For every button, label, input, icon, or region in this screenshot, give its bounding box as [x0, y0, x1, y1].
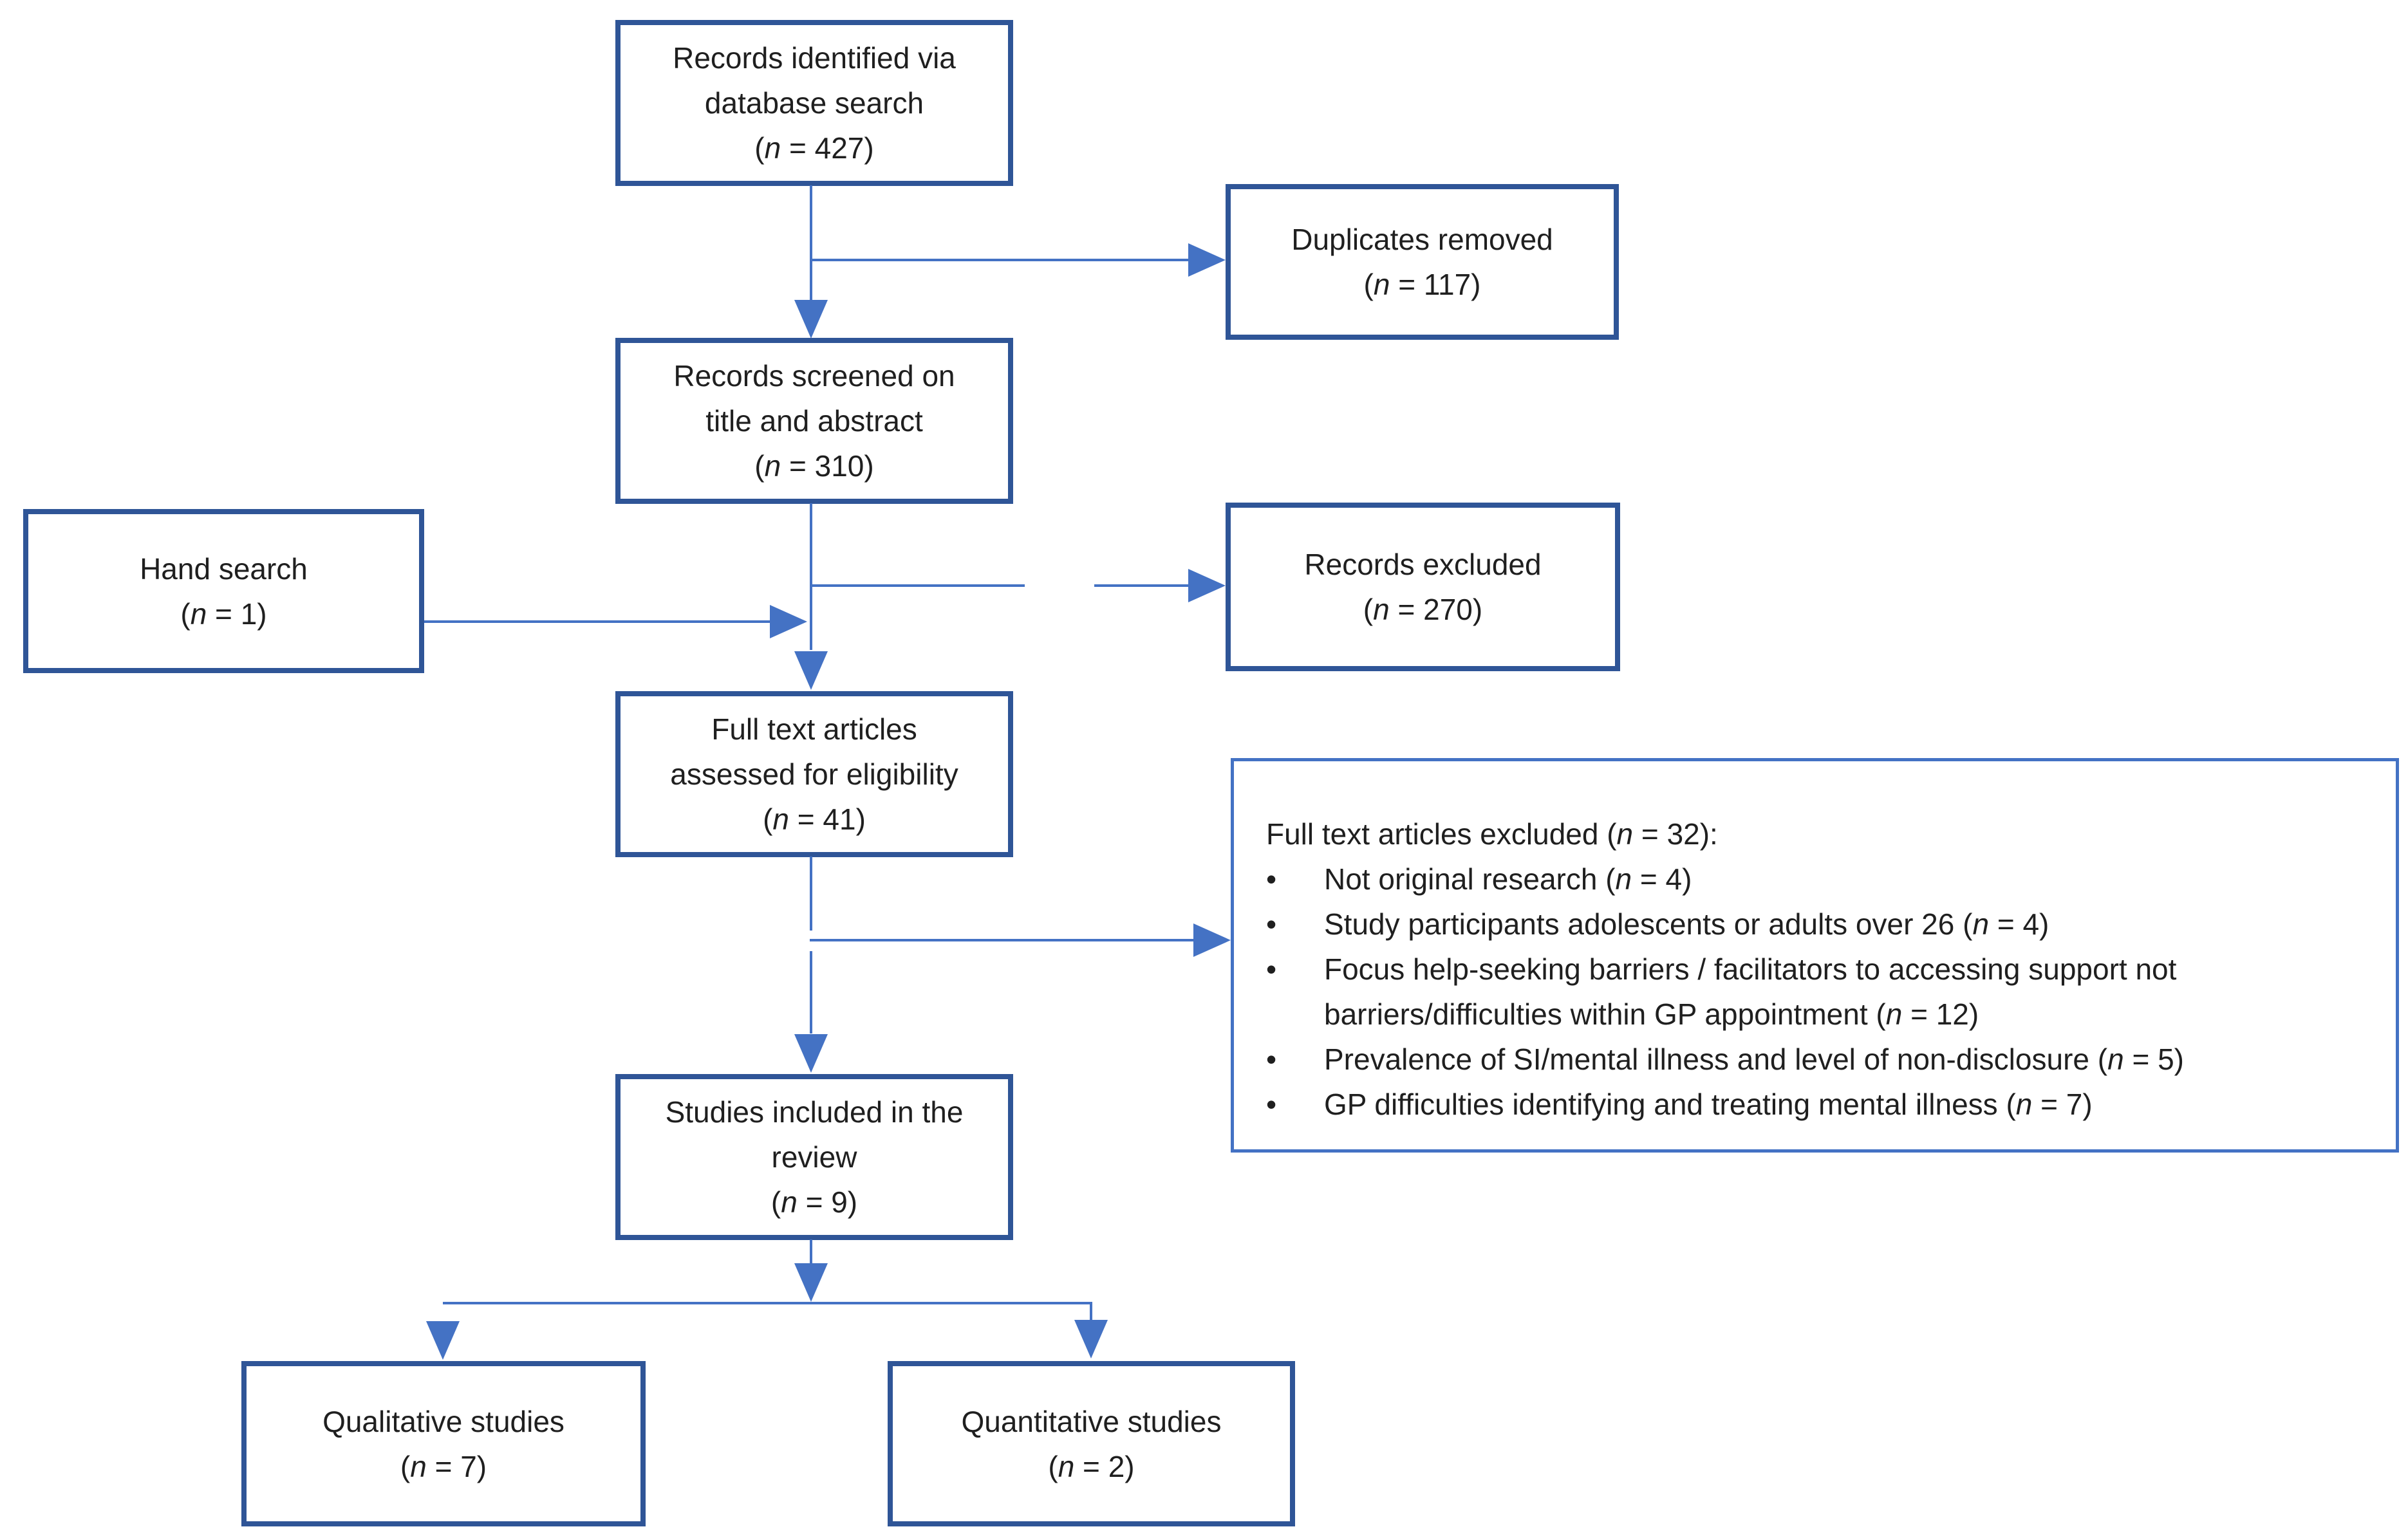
split-horizontal-line — [443, 1302, 1092, 1304]
arrow-to-duplicates-head-icon — [1188, 243, 1226, 277]
arrow-to-quantitative-head-icon — [1074, 1320, 1108, 1358]
arrow-hand-search-head-icon — [770, 605, 807, 638]
panel-full-text-excluded-bullets: • Not original research (n = 4) • Study par… — [1266, 857, 2357, 1127]
panel-full-text-excluded-title: Full text articles excluded (n = 32): — [1266, 817, 1718, 851]
arrow-to-quantitative-line — [1090, 1303, 1092, 1322]
arrow-to-excluded-head-icon — [1188, 569, 1226, 602]
bullet-item: • Prevalence of SI/mental illness and lev… — [1266, 1037, 2357, 1082]
bullet-item: • Not original research (n = 4) — [1266, 857, 2357, 902]
arrow-to-excluded-line-segment1 — [810, 584, 1025, 587]
bullet-item-text: Study participants adolescents or adults… — [1324, 907, 2049, 941]
bullet-item-text: Prevalence of SI/mental illness and leve… — [1324, 1042, 2184, 1076]
bullet-item-text: Not original research (n = 4) — [1324, 862, 1692, 896]
arrow-hand-search-line — [424, 620, 770, 623]
box-qualitative-studies: Qualitative studies(n = 7) — [241, 1361, 646, 1526]
arrow-to-panel-head-icon — [1193, 923, 1231, 957]
arrow-identified-to-screened-line — [810, 185, 812, 301]
box-hand-search: Hand search(n = 1) — [23, 509, 424, 673]
box-quantitative-studies: Quantitative studies(n = 2) — [888, 1361, 1295, 1526]
arrow-to-excluded-line-segment2 — [1094, 584, 1188, 587]
arrow-identified-to-screened-head-icon — [794, 300, 828, 338]
bullet-icon: • — [1266, 1042, 1277, 1076]
bullet-item: • Study participants adolescents or adult… — [1266, 902, 2357, 947]
arrow-screened-to-fulltext-line — [810, 503, 812, 650]
box-records-excluded-label: Records excluded(n = 270) — [1304, 548, 1542, 626]
bullet-icon: • — [1266, 862, 1277, 896]
arrow-included-to-split-head-icon — [794, 1263, 828, 1302]
arrow-fulltext-to-included-head-icon — [794, 1034, 828, 1073]
panel-full-text-excluded: Full text articles excluded (n = 32): • N… — [1231, 758, 2399, 1153]
arrow-included-to-split-line — [810, 1239, 812, 1265]
arrow-fulltext-to-included-line-upper — [810, 857, 812, 931]
bullet-item: • Focus help-seeking barriers / facilitat… — [1266, 947, 2357, 1037]
bullet-icon: • — [1266, 1088, 1277, 1121]
box-qualitative-studies-label: Qualitative studies(n = 7) — [322, 1404, 565, 1483]
arrow-to-panel-line — [810, 939, 1193, 941]
arrow-screened-to-fulltext-head-icon — [794, 651, 828, 690]
arrow-fulltext-to-included-line-lower — [810, 951, 812, 1033]
bullet-icon: • — [1266, 952, 1277, 986]
box-records-excluded: Records excluded(n = 270) — [1226, 503, 1620, 671]
box-duplicates-removed-label: Duplicates removed(n = 117) — [1291, 223, 1553, 301]
bullet-icon: • — [1266, 907, 1277, 941]
arrow-to-duplicates-line — [810, 259, 1188, 261]
box-duplicates-removed: Duplicates removed(n = 117) — [1226, 184, 1619, 340]
bullet-item: • GP difficulties identifying and treatin… — [1266, 1082, 2357, 1127]
bullet-item-text: Focus help-seeking barriers / facilitato… — [1324, 952, 2177, 1031]
box-hand-search-label: Hand search(n = 1) — [140, 551, 308, 631]
box-quantitative-studies-label: Quantitative studies(n = 2) — [961, 1404, 1222, 1483]
arrow-to-qualitative-head-icon — [426, 1321, 460, 1360]
bullet-item-text: GP difficulties identifying and treating… — [1324, 1088, 2093, 1121]
